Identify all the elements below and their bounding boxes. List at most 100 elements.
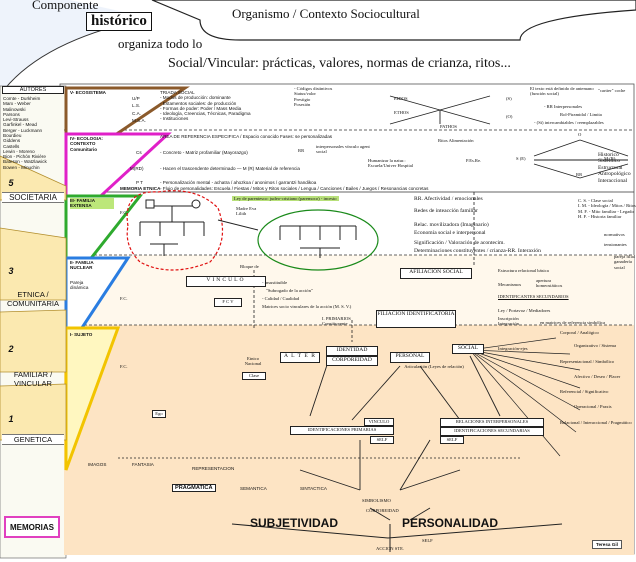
autor-item: Comte - Durkheim — [3, 96, 41, 101]
autores-title: AUTORES — [2, 86, 64, 94]
level-label-familiar: FAMILIAR / VINCULAR — [13, 370, 53, 388]
clase-box: Clase — [242, 372, 266, 380]
ecosistema-codes: U/P L.S.C.A.M.S.A. — [132, 96, 154, 125]
accion-label: ACCION STE. — [376, 546, 405, 551]
hacen-label: - Hacen el trascendente determinado — M … — [160, 166, 300, 171]
ecosistema-lines: TRIADA SOCIAL- Modos de producción: domi… — [160, 90, 300, 122]
pesre-label: P.Es.Re. — [466, 158, 482, 163]
representacion-label: REPRESENTACION — [192, 466, 235, 471]
fc-nuc: F.C. — [120, 296, 128, 301]
s-label: (S) — [506, 96, 512, 101]
autor-item: Castells — [3, 143, 20, 149]
ley-parentesco: Ley de parentesco: judeo-cristiano (pare… — [232, 196, 339, 202]
madre-eva: Madre Eva Lilith — [236, 206, 257, 217]
eco-codigo: Posesión — [294, 101, 311, 107]
fan-item: Representacional / Simbólico — [560, 358, 615, 364]
extended-family-oval — [257, 209, 379, 271]
filiacion-box: FILIACION IDENTIFICATORIA — [376, 310, 456, 328]
calidad: - Calidad / Cualidad — [262, 296, 300, 301]
integracion-ejes: Integración-ejes — [498, 346, 528, 351]
ecosistema-title: V- ECOSISTEMA — [70, 90, 106, 95]
autor-item: Levi-Strauss — [3, 117, 29, 123]
redes-interaccion: Redes de inteacción familiar — [414, 208, 478, 214]
autor-item: Bowen - Minuchin — [3, 164, 40, 170]
header-social-line: Social/Vincular: prácticas, valores, nor… — [168, 56, 511, 72]
header-organiza: organiza todo lo — [118, 36, 203, 51]
identificaciones-primarias-box: IDENTIFICACIONES PRIMARIAS — [290, 426, 394, 435]
mrd-label: M(RD) — [130, 166, 144, 171]
bloque-de: Bloque de — [240, 264, 259, 269]
cs-label: Cs — [136, 150, 142, 155]
self3-label: SELF — [422, 538, 433, 543]
level-label-etnica: ETNICA / COMUNITARIA — [7, 290, 59, 308]
autor-item: Berger - Luckmann — [3, 127, 43, 133]
mecanismos: Mecanismos — [498, 282, 522, 287]
autor-item: Bateson - Watzlawick — [3, 159, 47, 165]
imagos-label: IMAGOS — [88, 462, 107, 467]
vinculo-box: VINCULO — [186, 276, 266, 287]
identificaciones-secundarias-box: IDENTIFICACIONES SECUNDARIAS — [440, 427, 544, 436]
alter-box: A L T E R — [280, 352, 320, 363]
header-historico: histórico — [86, 12, 152, 31]
social-box: SOCIAL — [452, 344, 484, 354]
rr-interpersonales: - RR Interpersonales — [544, 104, 583, 109]
clase-item: M. F. - Mito familiar - Legado — [578, 208, 634, 214]
fan-item: Afectivo / Deseo / Placer — [574, 373, 621, 379]
semantica-label: SEMANTICA — [240, 486, 267, 491]
eco-line: - Estamentos sociales: de producción — [160, 100, 237, 106]
self-box-2: SELF — [440, 436, 464, 444]
clase-item: I. M. - Ideología / Mitos / Ritos — [578, 203, 636, 209]
simbolismo-label: SIMBOLISMO — [362, 498, 391, 503]
autor-item: Garfinkel - Mead — [3, 122, 37, 128]
eco-code: C.A. — [132, 110, 141, 116]
etnico-nacional: Etnico Nacional — [244, 356, 262, 367]
eco-line: - Formas de poder: Poder / Mass Media — [160, 105, 242, 111]
header-organismo: Organismo / Contexto Sociocultural — [232, 6, 420, 21]
nuclear-band — [64, 255, 634, 325]
red-dashed-oval — [126, 190, 224, 271]
header-social-rest: : prácticas, valores, normas de crianza,… — [255, 56, 511, 71]
level-label-genetica: GENETICA — [2, 434, 64, 445]
self-box-1: SELF — [370, 436, 394, 444]
corporeidad-box: CORPOREIDAD — [326, 356, 378, 366]
sujeto-title: I- SUJETO — [70, 332, 93, 337]
level-num-2: 2 — [8, 344, 14, 354]
primarios: I. PRIMARIOS Constituyente — [322, 316, 351, 327]
economia-social: Economía social e interpersonal — [414, 230, 486, 236]
eco-code: L.S. — [132, 103, 141, 109]
geno-circle-1 — [191, 199, 201, 209]
inscripcion: Inscripción Integración — [498, 316, 519, 327]
autor-item: Bourdieu — [3, 132, 22, 138]
articulacion: Articulación (Leyes de relación) — [404, 364, 464, 369]
pareja-filial: pareja filial ganadería social — [614, 254, 636, 270]
interpersonales-label: interpersonales vínculo agent social — [316, 144, 370, 155]
cartier-label: "cartier" coche — [598, 88, 626, 93]
header-band — [151, 0, 636, 41]
eco-code: M.S.A. — [132, 117, 146, 123]
pathos-label: PATHOS — [440, 124, 457, 129]
personalizacion-label: - Personalización mental - achatra / aho… — [160, 180, 317, 185]
fan-item: Relacional / Interaccional / Pragmático — [560, 419, 632, 425]
determinaciones: Determinaciones constituyentes / crianza… — [414, 248, 541, 254]
sintactica-label: SINTACTICA — [300, 486, 327, 491]
matrices-ref: en matrices de referencia simbólica — [540, 320, 606, 325]
identificantes: IDENTIFICANTES SECUNDARIOS — [498, 294, 569, 299]
level-shape-2 — [0, 309, 67, 373]
subrogado: "Subrogado de la acción" — [266, 288, 313, 293]
eco-code: U/P — [132, 96, 140, 101]
eco-line: - Ideología, Creencias, Técnicas, Paradi… — [160, 111, 251, 117]
texto-definido: El texto está definido de antemano (func… — [530, 86, 594, 97]
level-shape-1 — [0, 383, 67, 441]
afiliacion-box: AFILIACION SOCIAL — [400, 268, 472, 279]
insustituible: - insustituible — [262, 280, 288, 285]
autor-item: Malinowski — [3, 106, 26, 112]
o-label: (O) — [506, 114, 513, 119]
fc-sujeto: F.C. — [120, 364, 128, 369]
relaciones-interpersonales-box: RELACIONES INTERPERSONALES — [440, 418, 544, 427]
level-label-societaria: SOCIETARIA — [2, 192, 64, 203]
o-node: O — [578, 132, 582, 137]
eco-line: TRIADA SOCIAL — [160, 90, 195, 95]
oval-connector — [217, 219, 259, 231]
